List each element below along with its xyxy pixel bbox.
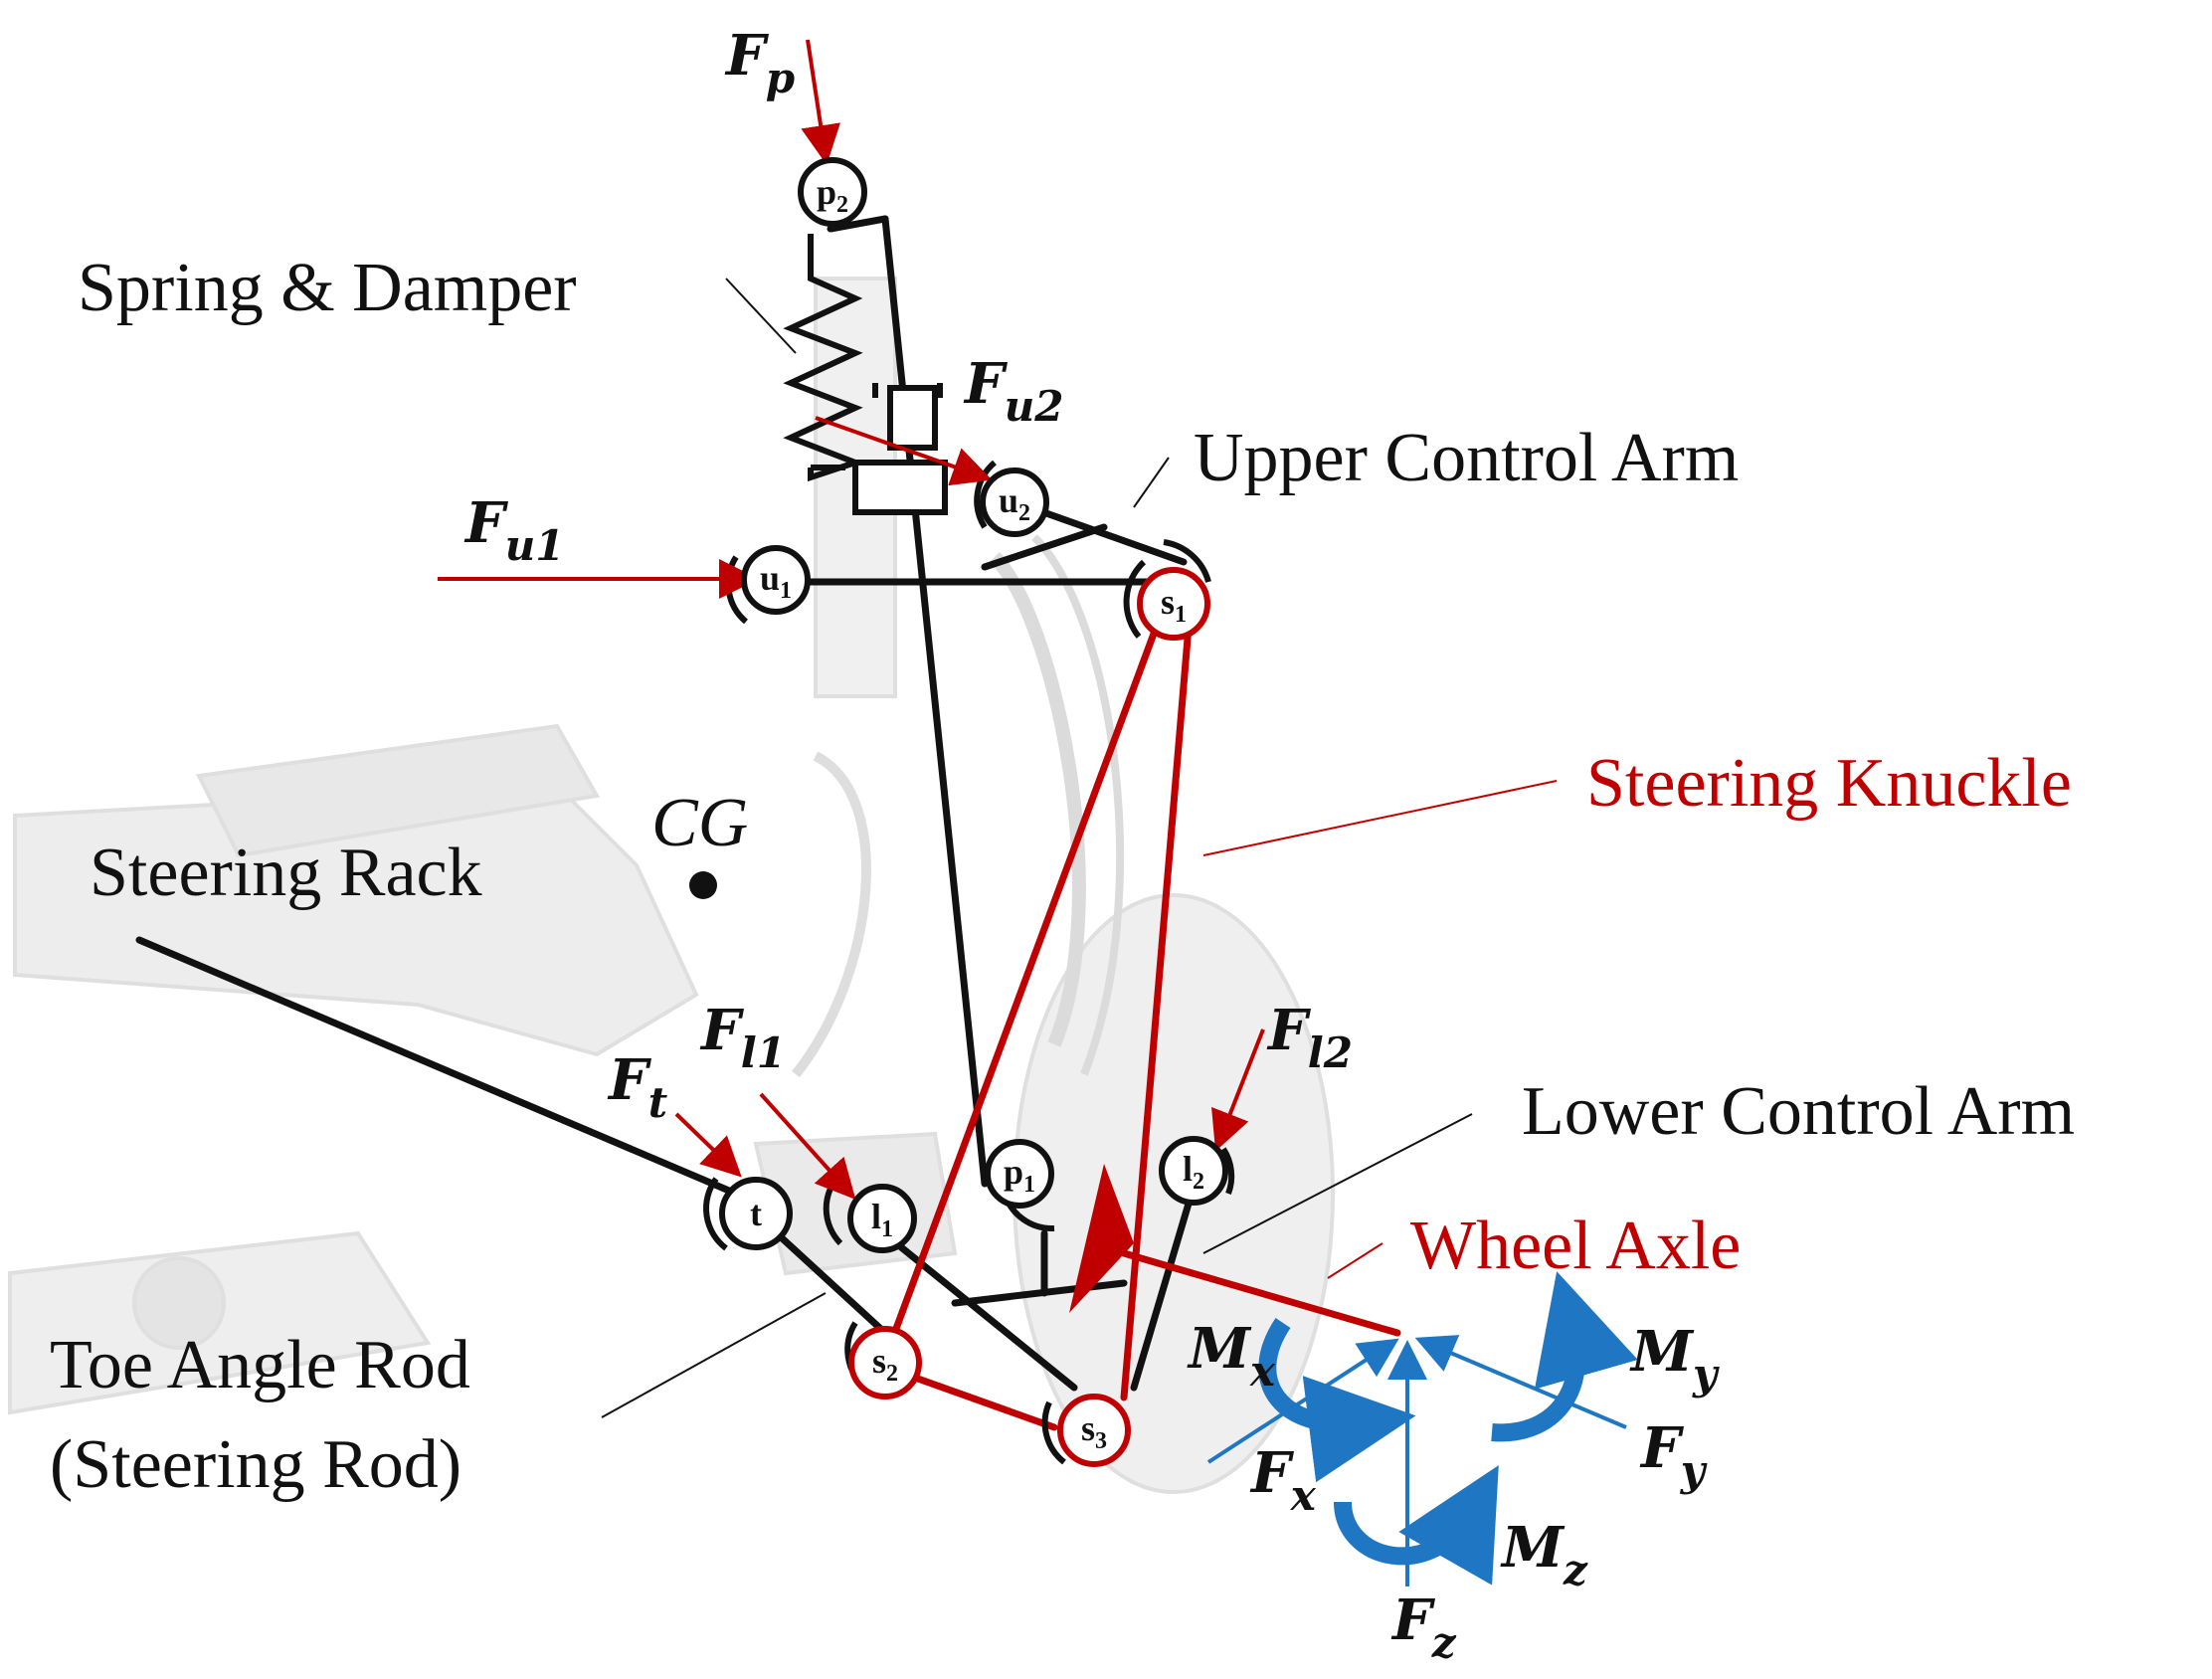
mz-arrow	[1334, 1465, 1499, 1586]
label-mz: Mz	[1500, 1515, 1588, 1594]
moment-arrows	[1258, 1271, 1638, 1586]
label-lower-control-arm: Lower Control Arm	[1522, 1073, 2075, 1150]
red-leader-lines	[1202, 780, 1558, 1279]
leader-lines	[601, 278, 1473, 1418]
svg-text:s1: s1	[1161, 582, 1187, 628]
lower-arm-link-2	[1130, 1200, 1193, 1392]
label-ft: Ft	[607, 1047, 667, 1127]
steering-knuckle	[883, 603, 1401, 1431]
label-fl2: Fl2	[1266, 998, 1353, 1077]
svg-text:s3: s3	[1081, 1408, 1107, 1454]
my-arrow	[1491, 1271, 1638, 1442]
cg-dot	[689, 871, 717, 899]
svg-text:s2: s2	[872, 1341, 898, 1387]
node-s3: s3	[1057, 1394, 1131, 1467]
node-l1: l1	[847, 1184, 917, 1253]
node-t: t	[719, 1177, 793, 1250]
toe-rod-link	[762, 1219, 889, 1337]
svg-text:t: t	[750, 1194, 762, 1233]
svg-text:l2: l2	[1183, 1149, 1204, 1195]
red-force-arrows	[438, 39, 1265, 1200]
label-steering-rod: (Steering Rod)	[50, 1426, 461, 1503]
node-p2: p2	[798, 157, 867, 227]
wheel-axle-line	[1120, 1249, 1401, 1337]
arrow-fl1	[759, 1092, 856, 1200]
label-steering-rack: Steering Rack	[90, 835, 482, 911]
label-fp: Fp	[724, 23, 795, 102]
background-chassis	[8, 277, 1335, 1494]
spring-coil	[783, 234, 864, 482]
fx-axis	[1206, 1338, 1399, 1464]
steering-rack-link	[135, 936, 740, 1198]
label-upper-control-arm: Upper Control Arm	[1194, 420, 1739, 496]
svg-text:l1: l1	[871, 1197, 893, 1242]
black-links	[135, 215, 1193, 1392]
node-l2: l2	[1159, 1136, 1228, 1206]
label-fz: Fz	[1390, 1587, 1457, 1667]
node-u1: u1	[741, 545, 811, 615]
label-my: My	[1629, 1319, 1720, 1399]
node-p1: p1	[985, 1139, 1054, 1209]
arrow-ft	[674, 1112, 742, 1178]
arrow-fu2	[815, 416, 993, 486]
label-toe-angle-rod: Toe Angle Rod	[50, 1327, 470, 1403]
damper-body	[852, 383, 948, 515]
label-fl1: Fl1	[699, 998, 786, 1077]
fy-axis	[1414, 1335, 1627, 1429]
label-wheel-axle: Wheel Axle	[1410, 1208, 1741, 1284]
label-fu2: Fu2	[963, 351, 1064, 431]
svg-text:u2: u2	[999, 480, 1030, 526]
strut-rod	[881, 215, 989, 1188]
arrow-fp	[801, 39, 840, 165]
label-cg: CG	[651, 785, 748, 861]
svg-text:u1: u1	[760, 558, 792, 604]
svg-text:p1: p1	[1004, 1152, 1035, 1198]
label-fy: Fy	[1639, 1415, 1708, 1495]
label-mx: Mx	[1187, 1316, 1276, 1396]
svg-text:p2: p2	[817, 172, 848, 218]
node-s2: s2	[848, 1326, 922, 1399]
mx-arrow	[1258, 1318, 1416, 1483]
node-u2: u2	[980, 467, 1049, 537]
node-s1: s1	[1137, 567, 1210, 641]
label-fu1: Fu1	[463, 490, 565, 570]
label-steering-knuckle: Steering Knuckle	[1586, 745, 2072, 822]
arrow-fl2	[1211, 1028, 1265, 1152]
label-fx: Fx	[1249, 1440, 1317, 1520]
label-spring-damper: Spring & Damper	[78, 250, 577, 326]
knuckle-triangle	[1069, 1164, 1134, 1313]
